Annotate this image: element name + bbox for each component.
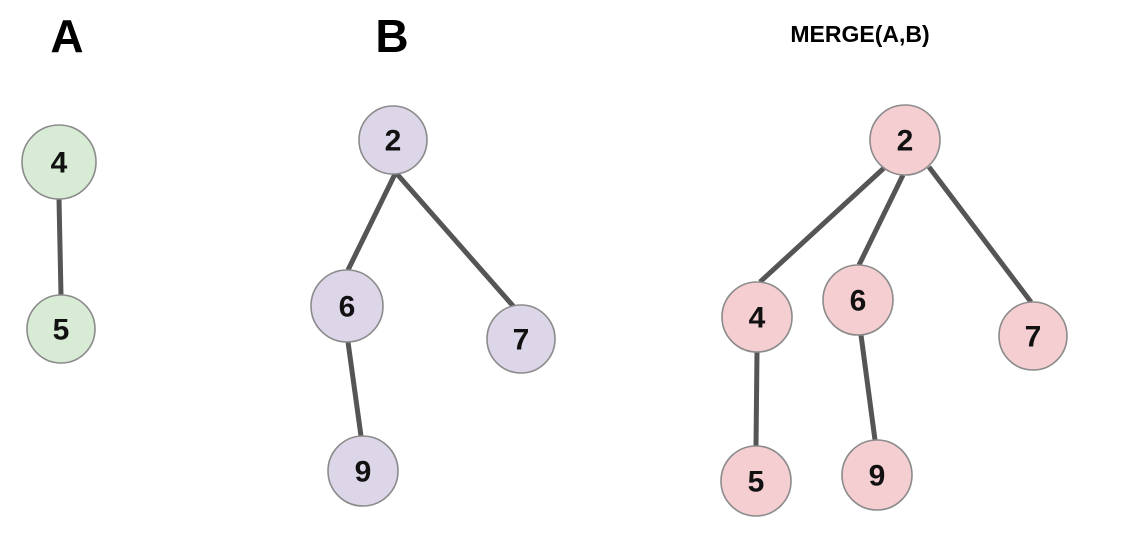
panel-b: B 2 6 7 9 xyxy=(310,10,556,507)
node-circle[interactable] xyxy=(721,281,793,353)
panel-merge-title: MERGE(A,B) xyxy=(790,21,929,47)
node-circle[interactable] xyxy=(21,124,97,200)
node-label: 9 xyxy=(355,456,372,489)
tree-node[interactable]: 6 xyxy=(310,269,384,343)
tree-node[interactable]: 7 xyxy=(486,304,556,374)
panel-a-edges xyxy=(56,198,64,296)
node-label: 2 xyxy=(897,125,914,158)
node-circle[interactable] xyxy=(26,294,96,364)
node-label: 7 xyxy=(1025,321,1042,354)
node-circle[interactable] xyxy=(841,439,913,511)
node-label: 5 xyxy=(53,314,70,347)
panel-merge-nodes: 2 4 6 7 5 9 xyxy=(720,104,1068,517)
tree-edge xyxy=(345,172,398,272)
node-label: 5 xyxy=(748,466,765,499)
tree-edge xyxy=(345,341,364,437)
tree-node[interactable]: 4 xyxy=(721,281,793,353)
tree-edge xyxy=(856,173,906,267)
tree-edge xyxy=(753,351,760,447)
node-circle[interactable] xyxy=(720,445,792,517)
panel-merge-edges xyxy=(753,165,1033,447)
node-label: 6 xyxy=(850,285,867,318)
node-circle[interactable] xyxy=(486,304,556,374)
node-circle[interactable] xyxy=(998,301,1068,371)
panel-b-nodes: 2 6 7 9 xyxy=(310,105,556,507)
tree-node[interactable]: 7 xyxy=(998,301,1068,371)
tree-node[interactable]: 4 xyxy=(21,124,97,200)
tree-node[interactable]: 5 xyxy=(26,294,96,364)
tree-edge xyxy=(858,334,878,441)
node-label: 4 xyxy=(51,147,68,180)
panel-b-edges xyxy=(345,172,516,437)
tree-edge xyxy=(927,165,1033,304)
node-label: 2 xyxy=(385,125,402,158)
panel-b-title: B xyxy=(375,10,408,62)
node-label: 6 xyxy=(339,291,356,324)
node-circle[interactable] xyxy=(869,104,941,176)
node-circle[interactable] xyxy=(358,105,428,175)
panel-merge: MERGE(A,B) 2 4 6 7 5 9 xyxy=(720,21,1068,517)
tree-node[interactable]: 6 xyxy=(822,264,894,336)
node-circle[interactable] xyxy=(327,435,399,507)
tree-edge xyxy=(56,198,64,296)
node-circle[interactable] xyxy=(310,269,384,343)
tree-node[interactable]: 5 xyxy=(720,445,792,517)
tree-node[interactable]: 2 xyxy=(869,104,941,176)
node-label: 4 xyxy=(749,302,766,335)
node-label: 9 xyxy=(869,460,886,493)
node-circle[interactable] xyxy=(822,264,894,336)
panel-a-nodes: 45 xyxy=(21,124,97,364)
node-label: 7 xyxy=(513,324,530,357)
panel-a: A45 xyxy=(21,10,97,364)
panel-a-title: A xyxy=(50,10,83,62)
tree-node[interactable]: 9 xyxy=(841,439,913,511)
tree-edge xyxy=(395,172,516,309)
tree-node[interactable]: 2 xyxy=(358,105,428,175)
tree-edge xyxy=(758,166,886,284)
tree-node[interactable]: 9 xyxy=(327,435,399,507)
